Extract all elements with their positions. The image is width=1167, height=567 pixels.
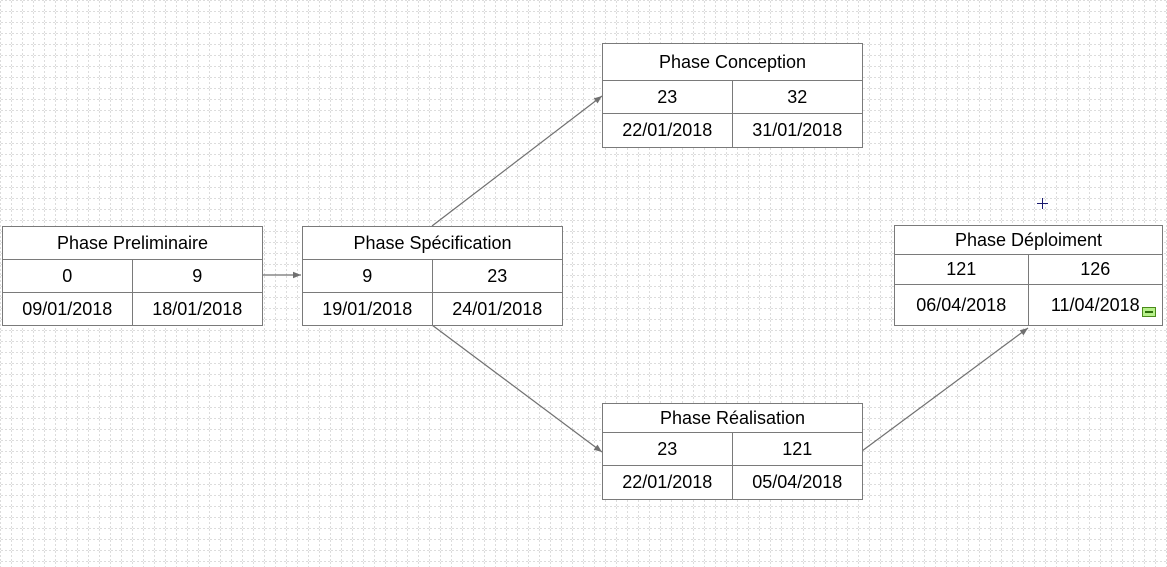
node-start-date: 22/01/2018 [603, 466, 733, 499]
node-end-date: 11/04/2018 [1050, 294, 1140, 315]
node-start: 0 [3, 260, 133, 293]
node-phase-deploiement[interactable]: Phase Déploiment 121 126 06/04/2018 11/0… [894, 225, 1163, 326]
node-title: Phase Spécification [303, 227, 562, 260]
node-start-date: 06/04/2018 [895, 285, 1029, 325]
node-phase-specification[interactable]: Phase Spécification 9 23 19/01/2018 24/0… [302, 226, 563, 326]
node-start: 9 [303, 260, 433, 293]
node-end: 9 [132, 260, 262, 293]
node-phase-preliminaire[interactable]: Phase Preliminaire 0 9 09/01/2018 18/01/… [2, 226, 263, 326]
node-end-date: 24/01/2018 [452, 298, 543, 319]
node-start-date: 19/01/2018 [303, 293, 433, 325]
node-title: Phase Preliminaire [3, 227, 262, 260]
node-end-date: 31/01/2018 [752, 120, 843, 140]
node-start: 23 [603, 81, 733, 114]
node-end-date: 05/04/2018 [752, 472, 843, 492]
node-end-date: 18/01/2018 [152, 298, 243, 319]
node-start: 121 [895, 255, 1029, 285]
node-title: Phase Réalisation [603, 404, 862, 433]
node-phase-realisation[interactable]: Phase Réalisation 23 121 22/01/2018 05/0… [602, 403, 863, 500]
node-title: Phase Conception [603, 44, 862, 81]
node-title: Phase Déploiment [895, 226, 1162, 255]
node-start-date: 22/01/2018 [603, 114, 733, 147]
node-start: 23 [603, 433, 733, 466]
node-phase-conception[interactable]: Phase Conception 23 32 22/01/2018 31/01/… [602, 43, 863, 148]
node-end: 126 [1028, 255, 1162, 285]
node-end: 32 [732, 81, 862, 114]
collapse-handle-icon[interactable] [1142, 307, 1156, 317]
node-end: 23 [432, 260, 562, 293]
crosshair-cursor-icon [1037, 198, 1048, 209]
node-end: 121 [732, 433, 862, 466]
node-start-date: 09/01/2018 [3, 293, 133, 325]
